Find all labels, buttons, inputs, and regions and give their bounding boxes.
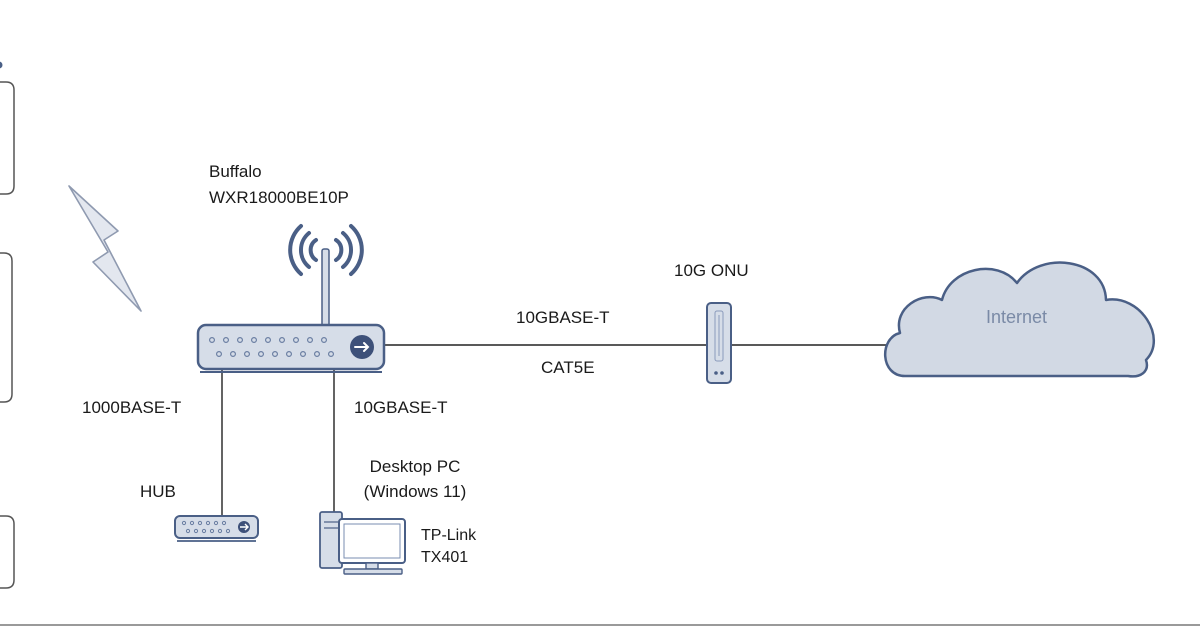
desktop-label-line2: (Windows 11) [363,482,467,501]
router-icon [196,224,386,373]
nic-label-line1: TP-Link [421,527,477,544]
link-router-onu-cable-label: CAT5E [541,358,595,377]
nic-label-line2: TX401 [421,549,469,566]
router-model-label: WXR18000BE10P [209,188,349,207]
router-name-label: Buffalo [209,162,262,181]
bottom-border [0,624,1200,626]
hub-icon [174,515,259,542]
left-device-box-1 [0,81,15,195]
router-body [196,323,386,371]
internet-label: Internet [986,307,1048,327]
hub-label: HUB [140,482,176,501]
link-router-hub-speed-label: 1000BASE-T [82,398,182,417]
left-edge-dot [0,61,3,69]
left-device-box-3 [0,515,15,589]
onu-icon [706,302,732,384]
desktop-pc-icon [319,511,406,575]
desktop-label-line1: Desktop PC [369,457,461,476]
router-wifi-waves [288,224,364,276]
left-device-boxes [0,81,15,589]
router-ports [209,337,335,358]
link-router-onu-speed-label: 10GBASE-T [516,308,610,327]
internet-cloud [884,261,1155,378]
left-device-box-2 [0,252,13,403]
wireless-bolt-icon [68,185,142,312]
link-router-pc-speed-label: 10GBASE-T [354,398,448,417]
onu-label: 10G ONU [674,261,749,280]
router-antenna [321,248,330,328]
links [221,344,890,517]
